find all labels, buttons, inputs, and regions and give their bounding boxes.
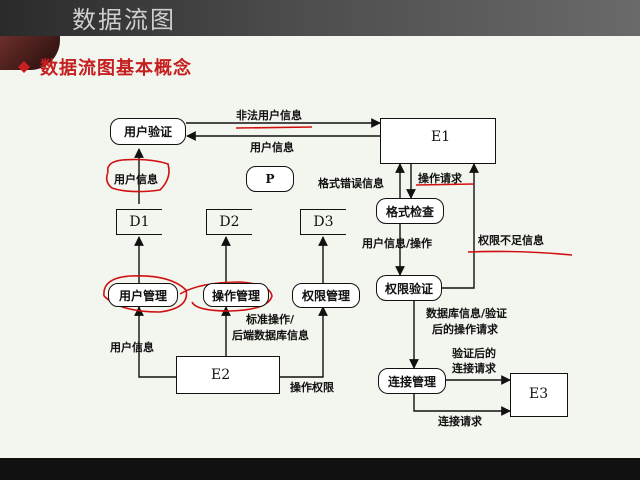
process-format-check: 格式检查 bbox=[376, 198, 444, 224]
process-perm-manage: 权限管理 bbox=[292, 283, 360, 308]
store-d3: D3 bbox=[300, 209, 346, 235]
screen-bezel bbox=[0, 458, 640, 480]
store-d1: D1 bbox=[116, 209, 162, 235]
header-band: 数据流图 bbox=[0, 0, 640, 40]
entity-e1: E1 bbox=[380, 118, 496, 164]
header-title: 数据流图 bbox=[72, 6, 176, 34]
entity-e3-label: E3 bbox=[529, 386, 549, 402]
slide: 数据流图基本概念 bbox=[0, 36, 640, 480]
process-user-manage: 用户管理 bbox=[108, 283, 178, 307]
process-user-auth: 用户验证 bbox=[110, 118, 186, 145]
process-p: P bbox=[246, 166, 294, 192]
flow-label-user-info-e2: 用户信息 bbox=[110, 341, 154, 354]
flow-label-op-permission: 操作权限 bbox=[290, 381, 334, 394]
flow-label-user-info-d1: 用户信息 bbox=[114, 173, 158, 186]
flow-label-illegal-user-info: 非法用户信息 bbox=[236, 109, 302, 122]
flow-label-conn-request: 连接请求 bbox=[438, 415, 482, 428]
flow-label-verified-conn-2: 连接请求 bbox=[452, 362, 496, 375]
process-permission-verify: 权限验证 bbox=[376, 275, 442, 301]
flow-label-user-info-auth: 用户信息 bbox=[250, 141, 294, 154]
flow-label-user-info-op: 用户信息/操作 bbox=[362, 237, 433, 250]
flow-label-db-verify-2: 后的操作请求 bbox=[432, 323, 498, 336]
slide-title: 数据流图基本概念 bbox=[40, 58, 192, 79]
flow-label-format-error: 格式错误信息 bbox=[318, 177, 384, 190]
entity-e2: E2 bbox=[176, 356, 280, 394]
flow-label-perm-insufficient: 权限不足信息 bbox=[478, 234, 544, 247]
flow-label-db-verify-1: 数据库信息/验证 bbox=[426, 307, 508, 320]
store-d2: D2 bbox=[206, 209, 252, 235]
flow-label-std-op-2: 后端数据库信息 bbox=[232, 329, 309, 342]
flow-label-std-op-1: 标准操作/ bbox=[246, 313, 295, 326]
diamond-bullet-icon bbox=[18, 58, 30, 73]
process-conn-manage: 连接管理 bbox=[378, 368, 446, 394]
flow-label-op-request: 操作请求 bbox=[418, 172, 462, 185]
entity-e1-label: E1 bbox=[431, 129, 451, 145]
entity-e3: E3 bbox=[510, 373, 568, 417]
process-op-manage: 操作管理 bbox=[203, 283, 269, 307]
flow-label-verified-conn-1: 验证后的 bbox=[452, 347, 496, 360]
entity-e2-label: E2 bbox=[211, 367, 231, 383]
